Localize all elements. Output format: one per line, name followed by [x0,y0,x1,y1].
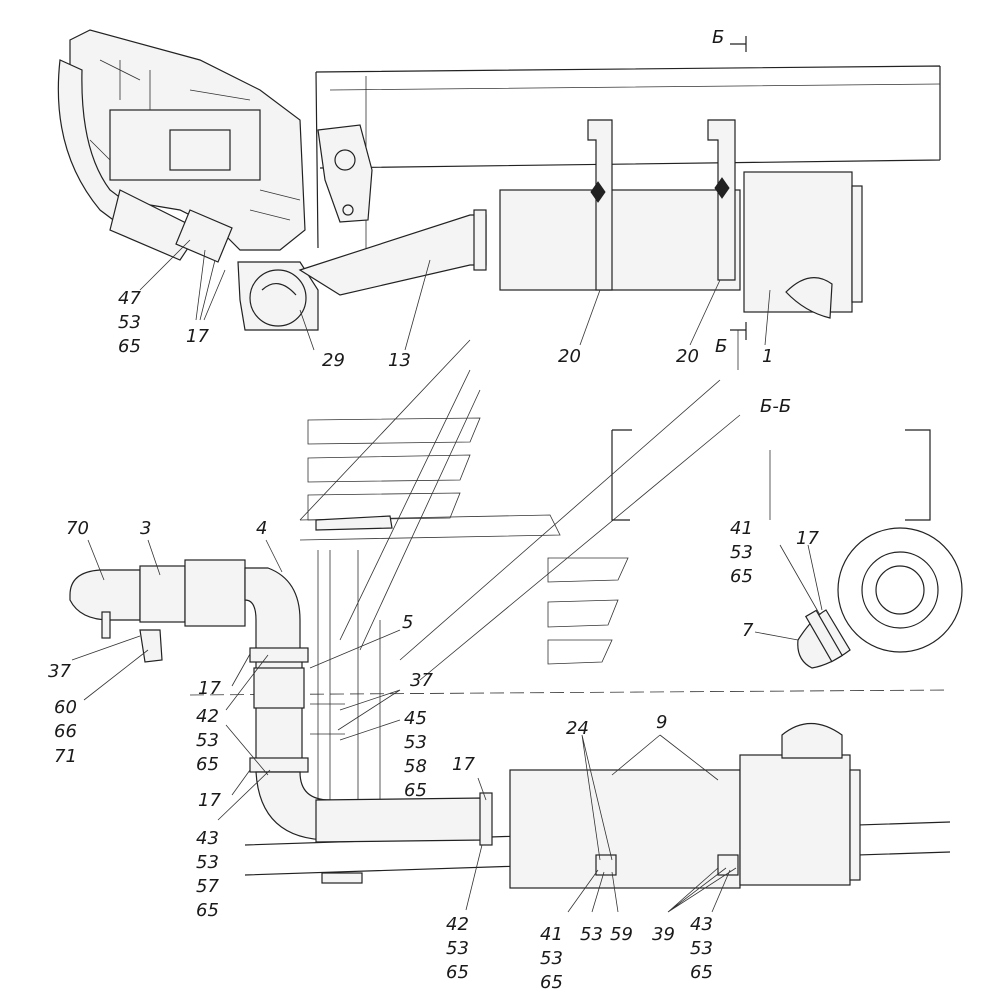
callout-60: 60 [54,697,77,718]
muffler-body [499,189,741,291]
callout-17: 17 [186,326,209,347]
callout-53: 53 [118,312,141,333]
callout-37a: 37 [48,661,71,682]
callout-57: 57 [196,876,219,897]
callout-42a: 42 [196,706,219,727]
frame-bracket [317,124,373,223]
callout-59: 59 [610,924,633,945]
reference-slabs [299,339,741,681]
callout-17a: 17 [198,678,221,699]
callout-53d: 53 [446,938,469,959]
top-leaders [139,239,771,370]
callout-17b: 17 [198,790,221,811]
labels: Б Б Б-Б 47 53 65 17 29 13 20 20 1 70 3 4… [48,27,819,993]
callout-65d: 65 [446,962,469,983]
callout-42b: 42 [446,914,469,935]
callout-58: 58 [404,756,427,777]
callout-20a: 20 [558,346,581,367]
callout-17c: 17 [452,754,475,775]
silencer-end [743,171,863,319]
turbo-outlet [109,189,319,331]
section-mark-bottom: Б [715,336,727,357]
callout-41a: 41 [540,924,563,945]
callout-39: 39 [652,924,675,945]
tail-pipe [315,797,485,843]
callout-70: 70 [66,518,89,539]
callout-43a: 43 [196,828,219,849]
frame-rail [315,65,941,249]
callout-65: 65 [118,336,141,357]
callout-20b: 20 [676,346,699,367]
inlet-pipe [69,559,301,663]
callout-65c: 65 [404,780,427,801]
callout-53g: 53 [690,938,713,959]
callout-65b: 65 [196,900,219,921]
callout-1: 1 [762,346,773,367]
section-cut-marks [730,36,747,340]
callout-24: 24 [566,718,589,739]
section-title: Б-Б [760,396,791,417]
callout-37b: 37 [410,670,433,691]
tail-clamp [479,792,493,846]
callout-45: 45 [404,708,427,729]
pipe-13 [298,214,487,296]
callout-66: 66 [54,721,77,742]
callout-53c: 53 [404,732,427,753]
callout-13: 13 [388,350,411,371]
callout-5: 5 [402,612,413,633]
support-brackets [587,119,736,291]
lower-muffler [509,769,741,889]
lower-silencer [739,754,851,886]
clamp-flange [473,209,487,271]
callout-65e: 65 [540,972,563,993]
callout-53f: 53 [580,924,603,945]
lower-leaders [71,539,737,913]
callout-65f: 65 [690,962,713,983]
callout-29: 29 [322,350,345,371]
callout-65a: 65 [196,754,219,775]
frame-uprights [317,550,381,820]
callout-9: 9 [656,712,667,733]
callout-65h: 65 [730,566,753,587]
callout-71: 71 [54,746,77,767]
outlet-cap [781,723,843,759]
callout-3: 3 [140,518,151,539]
top-assembly [57,29,941,340]
callout-53b: 53 [196,852,219,873]
section-mark-top: Б [712,27,724,48]
callout-4: 4 [256,518,267,539]
callout-53e: 53 [540,948,563,969]
callout-53a: 53 [196,730,219,751]
callout-43b: 43 [690,914,713,935]
section-view [611,429,963,669]
engine-block [57,29,306,251]
callout-7: 7 [742,620,754,641]
bellows-pipe [249,647,331,841]
lower-assembly [69,515,951,889]
callout-41b: 41 [730,518,753,539]
callout-47: 47 [118,288,141,309]
callout-53i: 53 [730,542,753,563]
callout-17d: 17 [796,528,819,549]
